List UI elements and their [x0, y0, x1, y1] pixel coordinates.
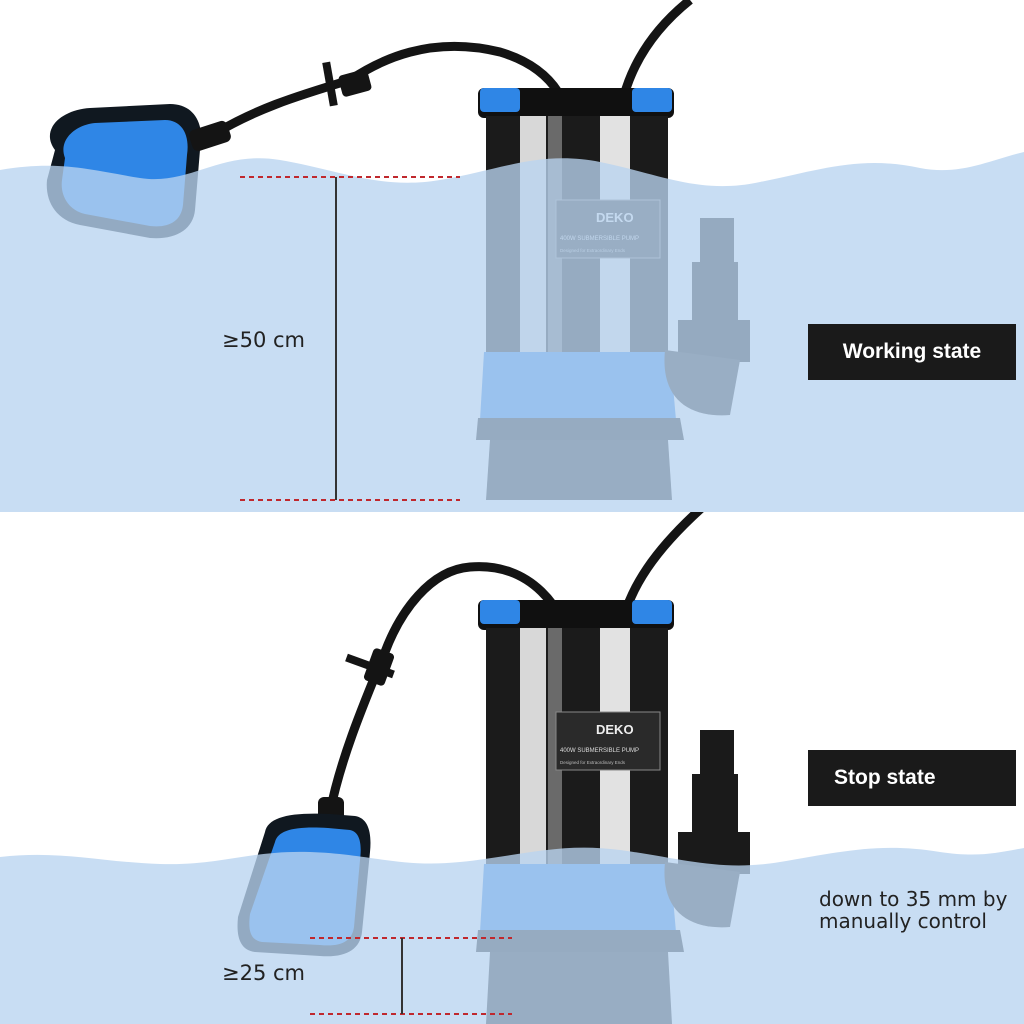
stop-state-illustration: DEKO 400W SUBMERSIBLE PUMP Designed for … — [0, 512, 1024, 1024]
water — [0, 152, 1024, 512]
note-line-1: down to 35 mm by — [819, 887, 1008, 911]
height-label-stop: ≥25 cm — [222, 961, 305, 985]
note-line-2: manually control — [819, 909, 987, 933]
water — [0, 847, 1024, 1024]
pump-model-text: 400W SUBMERSIBLE PUMP — [560, 748, 639, 754]
stop-state-panel: DEKO 400W SUBMERSIBLE PUMP Designed for … — [0, 512, 1024, 1024]
working-state-label: Working state — [808, 324, 1016, 380]
pump-tagline-text: Designed for Extraordinary Ends — [560, 760, 626, 765]
manual-control-note: down to 35 mm by manually control — [819, 888, 1019, 932]
cable-clip — [345, 648, 395, 686]
pump-brand-text: DEKO — [596, 722, 634, 737]
cable-clip — [322, 61, 372, 107]
working-state-illustration: DEKO 400W SUBMERSIBLE PUMP Designed for … — [0, 0, 1024, 512]
height-label-working: ≥50 cm — [222, 328, 305, 352]
stop-state-label: Stop state — [808, 750, 1016, 806]
working-state-panel: DEKO 400W SUBMERSIBLE PUMP Designed for … — [0, 0, 1024, 512]
